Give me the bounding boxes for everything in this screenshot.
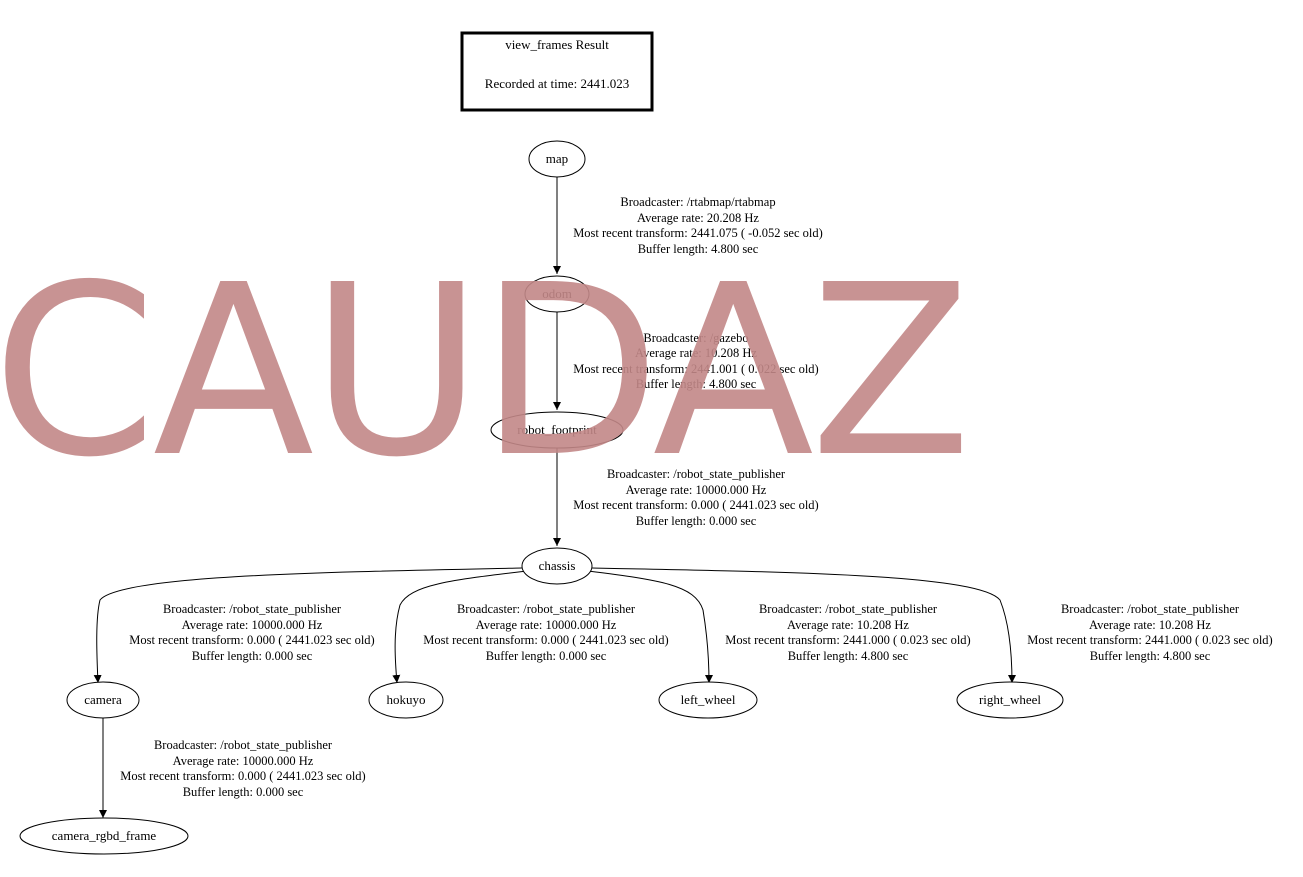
edge-label-map-odom: Broadcaster: /rtabmap/rtabmap Average ra… <box>573 195 823 256</box>
node-label: robot_footprint <box>517 422 597 437</box>
broadcaster-label: Broadcaster: /gazebo <box>643 331 748 345</box>
edge-chassis-hokuyo <box>392 570 528 684</box>
node-label: right_wheel <box>979 692 1041 707</box>
buffer-label: Buffer length: 4.800 sec <box>788 649 909 663</box>
title-box: view_frames Result Recorded at time: 244… <box>460 31 654 112</box>
buffer-label: Buffer length: 0.000 sec <box>486 649 607 663</box>
node-camera: camera <box>66 681 140 719</box>
recent-label: Most recent transform: 2441.075 ( -0.052… <box>573 226 823 240</box>
broadcaster-label: Broadcaster: /robot_state_publisher <box>1061 602 1240 616</box>
edge-label-footprint-chassis: Broadcaster: /robot_state_publisher Aver… <box>573 467 818 528</box>
buffer-label: Buffer length: 4.800 sec <box>638 242 759 256</box>
rate-label: Average rate: 10.208 Hz <box>635 346 757 360</box>
rate-label: Average rate: 10000.000 Hz <box>173 754 314 768</box>
node-robot-footprint: robot_footprint <box>490 411 624 449</box>
edges <box>93 177 1016 818</box>
broadcaster-label: Broadcaster: /robot_state_publisher <box>759 602 938 616</box>
node-chassis: chassis <box>521 547 593 585</box>
edge-label-camera-rgbd: Broadcaster: /robot_state_publisher Aver… <box>120 738 365 799</box>
edge-chassis-left-wheel <box>587 570 713 684</box>
node-left-wheel: left_wheel <box>658 681 758 719</box>
recent-label: Most recent transform: 0.000 ( 2441.023 … <box>423 633 668 647</box>
edge-label-odom-footprint: Broadcaster: /gazebo Average rate: 10.20… <box>573 331 818 391</box>
buffer-label: Buffer length: 0.000 sec <box>636 514 757 528</box>
rate-label: Average rate: 20.208 Hz <box>637 211 759 225</box>
recent-label: Most recent transform: 2441.000 ( 0.023 … <box>1027 633 1272 647</box>
recent-label: Most recent transform: 0.000 ( 2441.023 … <box>573 498 818 512</box>
recent-label: Most recent transform: 2441.000 ( 0.023 … <box>725 633 970 647</box>
rate-label: Average rate: 10.208 Hz <box>787 618 909 632</box>
node-camera-rgbd-frame: camera_rgbd_frame <box>19 817 189 855</box>
edge-label-chassis-left-wheel: Broadcaster: /robot_state_publisher Aver… <box>725 602 970 663</box>
edge-label-chassis-hokuyo: Broadcaster: /robot_state_publisher Aver… <box>423 602 668 663</box>
buffer-label: Buffer length: 4.800 sec <box>636 377 757 391</box>
buffer-label: Buffer length: 0.000 sec <box>183 785 304 799</box>
recent-label: Most recent transform: 2441.001 ( 0.022 … <box>573 362 818 376</box>
edge-label-chassis-right-wheel: Broadcaster: /robot_state_publisher Aver… <box>1027 602 1272 663</box>
rate-label: Average rate: 10000.000 Hz <box>182 618 323 632</box>
node-odom: odom <box>524 275 590 313</box>
watermark: CAUDAZ <box>0 234 968 509</box>
node-label: map <box>546 151 568 166</box>
broadcaster-label: Broadcaster: /robot_state_publisher <box>457 602 636 616</box>
rate-label: Average rate: 10000.000 Hz <box>626 483 767 497</box>
node-label: camera_rgbd_frame <box>52 828 157 843</box>
broadcaster-label: Broadcaster: /robot_state_publisher <box>607 467 786 481</box>
node-label: chassis <box>539 558 576 573</box>
node-label: hokuyo <box>387 692 426 707</box>
edge-chassis-right-wheel <box>591 567 1016 684</box>
buffer-label: Buffer length: 4.800 sec <box>1090 649 1211 663</box>
broadcaster-label: Broadcaster: /robot_state_publisher <box>154 738 333 752</box>
title-box-border <box>460 31 654 112</box>
recent-label: Most recent transform: 0.000 ( 2441.023 … <box>120 769 365 783</box>
recorded-time: Recorded at time: 2441.023 <box>485 76 629 91</box>
edge-chassis-camera <box>93 567 523 684</box>
node-label: camera <box>84 692 122 707</box>
node-hokuyo: hokuyo <box>368 681 444 719</box>
broadcaster-label: Broadcaster: /robot_state_publisher <box>163 602 342 616</box>
node-label: left_wheel <box>681 692 736 707</box>
rate-label: Average rate: 10000.000 Hz <box>476 618 617 632</box>
buffer-label: Buffer length: 0.000 sec <box>192 649 313 663</box>
node-label: odom <box>542 286 572 301</box>
diagram-title: view_frames Result <box>505 37 609 52</box>
edge-label-chassis-camera: Broadcaster: /robot_state_publisher Aver… <box>129 602 374 663</box>
broadcaster-label: Broadcaster: /rtabmap/rtabmap <box>620 195 775 209</box>
node-map: map <box>528 140 586 178</box>
rate-label: Average rate: 10.208 Hz <box>1089 618 1211 632</box>
node-right-wheel: right_wheel <box>956 681 1064 719</box>
recent-label: Most recent transform: 0.000 ( 2441.023 … <box>129 633 374 647</box>
